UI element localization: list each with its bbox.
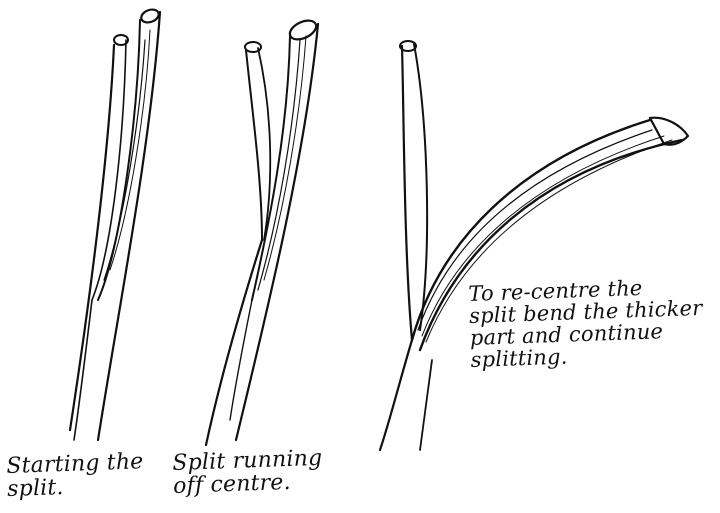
caption-starting-split: Starting the split. [6,450,158,501]
caption-off-centre: Split running off centre. [172,446,334,498]
figure-starting-split [70,7,161,440]
figure-recentre [380,41,688,450]
figure-off-centre [206,17,319,445]
caption-recentre: To re-centre the split bend the thicker … [468,274,720,371]
